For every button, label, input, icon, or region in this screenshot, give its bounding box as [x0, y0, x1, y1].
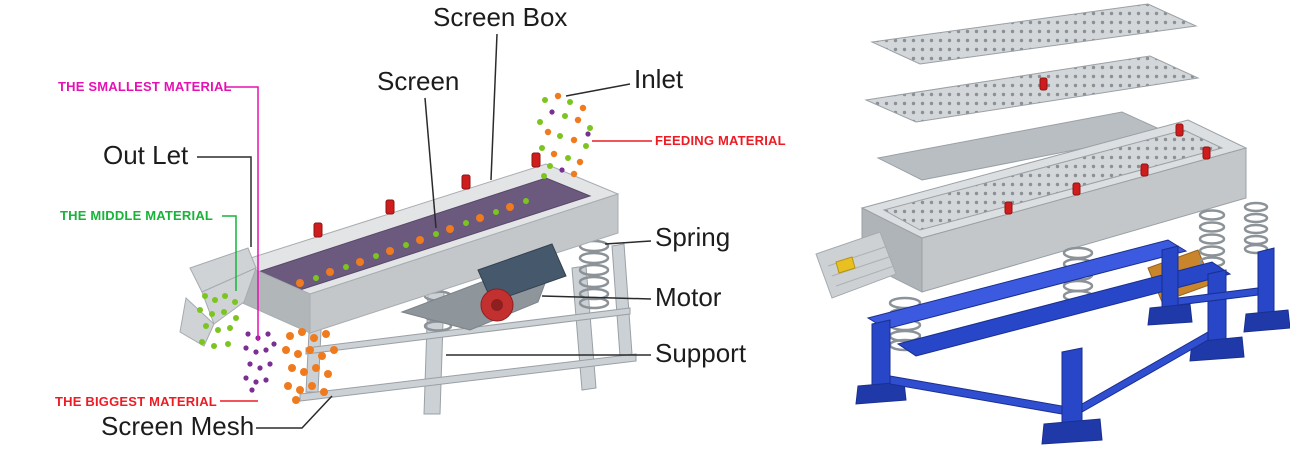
frame-leg	[1257, 247, 1275, 320]
label-out-let: Out Let	[103, 140, 189, 170]
perforated-deck-top	[870, 3, 1198, 65]
dots-green	[197, 97, 593, 349]
frame-leg	[871, 319, 891, 392]
box-inner-deck	[882, 129, 1224, 231]
middle-material-line	[222, 215, 237, 291]
dots-orange	[282, 92, 587, 404]
frame-brace	[1081, 331, 1209, 413]
label-inlet: Inlet	[634, 64, 684, 94]
clamps-left	[313, 152, 541, 238]
label-feeding-material: FEEDING MATERIAL	[655, 133, 786, 148]
frame-brace	[889, 375, 1063, 415]
frame-rail-front	[896, 261, 1232, 357]
leader-lines-colored	[220, 86, 652, 402]
frame-brace	[1177, 287, 1259, 306]
support-rail	[305, 307, 631, 355]
screen-line	[424, 97, 437, 229]
spout-yellow-detail	[835, 256, 856, 274]
right-outlet-spout	[815, 231, 897, 299]
smallest-material-line	[226, 86, 259, 341]
motor-body	[477, 243, 567, 322]
clamps-right	[1004, 77, 1211, 215]
base-frame	[855, 239, 1290, 445]
left-machine	[179, 92, 637, 415]
label-screen: Screen	[377, 66, 460, 96]
motor-line	[541, 295, 652, 300]
label-screen-box: Screen Box	[433, 2, 568, 32]
screen-box-line	[490, 33, 498, 181]
right-machine	[815, 3, 1290, 445]
screen-box-body	[236, 163, 620, 334]
outlet-spout	[179, 247, 257, 347]
out-let-line	[197, 156, 252, 247]
dots-purple	[243, 109, 591, 393]
frame-foot	[1147, 303, 1193, 326]
label-middle-material: THE MIDDLE MATERIAL	[60, 208, 214, 223]
frame-foot	[1041, 418, 1103, 445]
screen-mesh-line	[256, 395, 333, 429]
frame-foot	[1243, 309, 1290, 333]
inlet-line	[565, 83, 631, 97]
spring-line	[604, 240, 652, 245]
frame-leg	[1061, 347, 1083, 430]
frame-leg	[1161, 245, 1179, 314]
perforated-deck-middle	[864, 55, 1200, 123]
label-spring: Spring	[655, 222, 731, 252]
label-support: Support	[655, 338, 747, 368]
motor-hub	[491, 299, 503, 311]
label-motor: Motor	[655, 282, 722, 312]
frame-foot	[855, 381, 907, 405]
motor-housing	[477, 243, 567, 303]
support-leg	[611, 243, 633, 357]
label-smallest-material: THE SMALLEST MATERIAL	[58, 79, 232, 94]
leader-lines-black	[197, 33, 652, 429]
label-screen-mesh: Screen Mesh	[101, 411, 255, 441]
label-biggest-material: THE BIGGEST MATERIAL	[55, 394, 217, 409]
support-rail	[299, 353, 637, 402]
frame-leg	[1207, 269, 1227, 348]
